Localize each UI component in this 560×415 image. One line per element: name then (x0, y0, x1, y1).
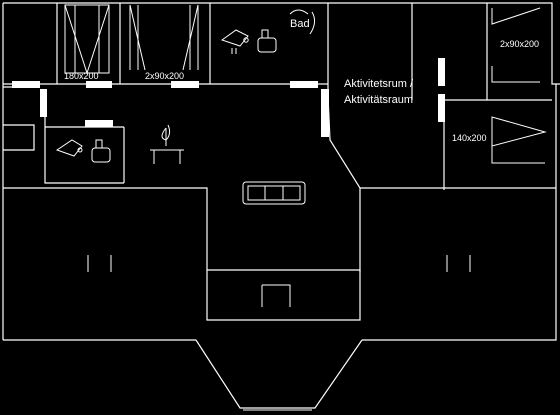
sofa-icon (242, 181, 306, 205)
bathroom-left (3, 95, 125, 184)
fireplace (150, 124, 184, 164)
bedroom-2: 2x90x200 (129, 4, 199, 81)
bedroom-3: 2x90x200 (491, 7, 541, 83)
sauna-icon (289, 9, 316, 35)
sink-icon (55, 139, 83, 157)
activity-room: Aktivitetsrum / Aktivitätsraum (344, 78, 414, 106)
bathroom-top: Bad (220, 9, 316, 54)
toilet-icon (257, 37, 277, 53)
bedroom-1-label: 180x200 (64, 71, 99, 81)
doors (12, 58, 445, 137)
lower-details (87, 255, 471, 307)
activity-label-line1: Aktivitetsrum / (344, 78, 414, 90)
terrace (195, 339, 363, 411)
bedroom-1: 180x200 (64, 4, 110, 81)
sink-icon (220, 29, 249, 47)
bedroom-4-label: 140x200 (452, 133, 487, 143)
bedroom-4: 140x200 (443, 99, 547, 190)
toilet-icon (91, 147, 111, 163)
sauna-label: Bad (290, 18, 310, 30)
activity-label-line2: Aktivitätsraum (344, 94, 413, 106)
bedroom-3-label: 2x90x200 (500, 39, 539, 49)
bedroom-2-label: 2x90x200 (145, 71, 184, 81)
interior-walls (3, 95, 556, 321)
outer-walls (2, 2, 560, 341)
top-bedroom-walls (3, 3, 552, 101)
